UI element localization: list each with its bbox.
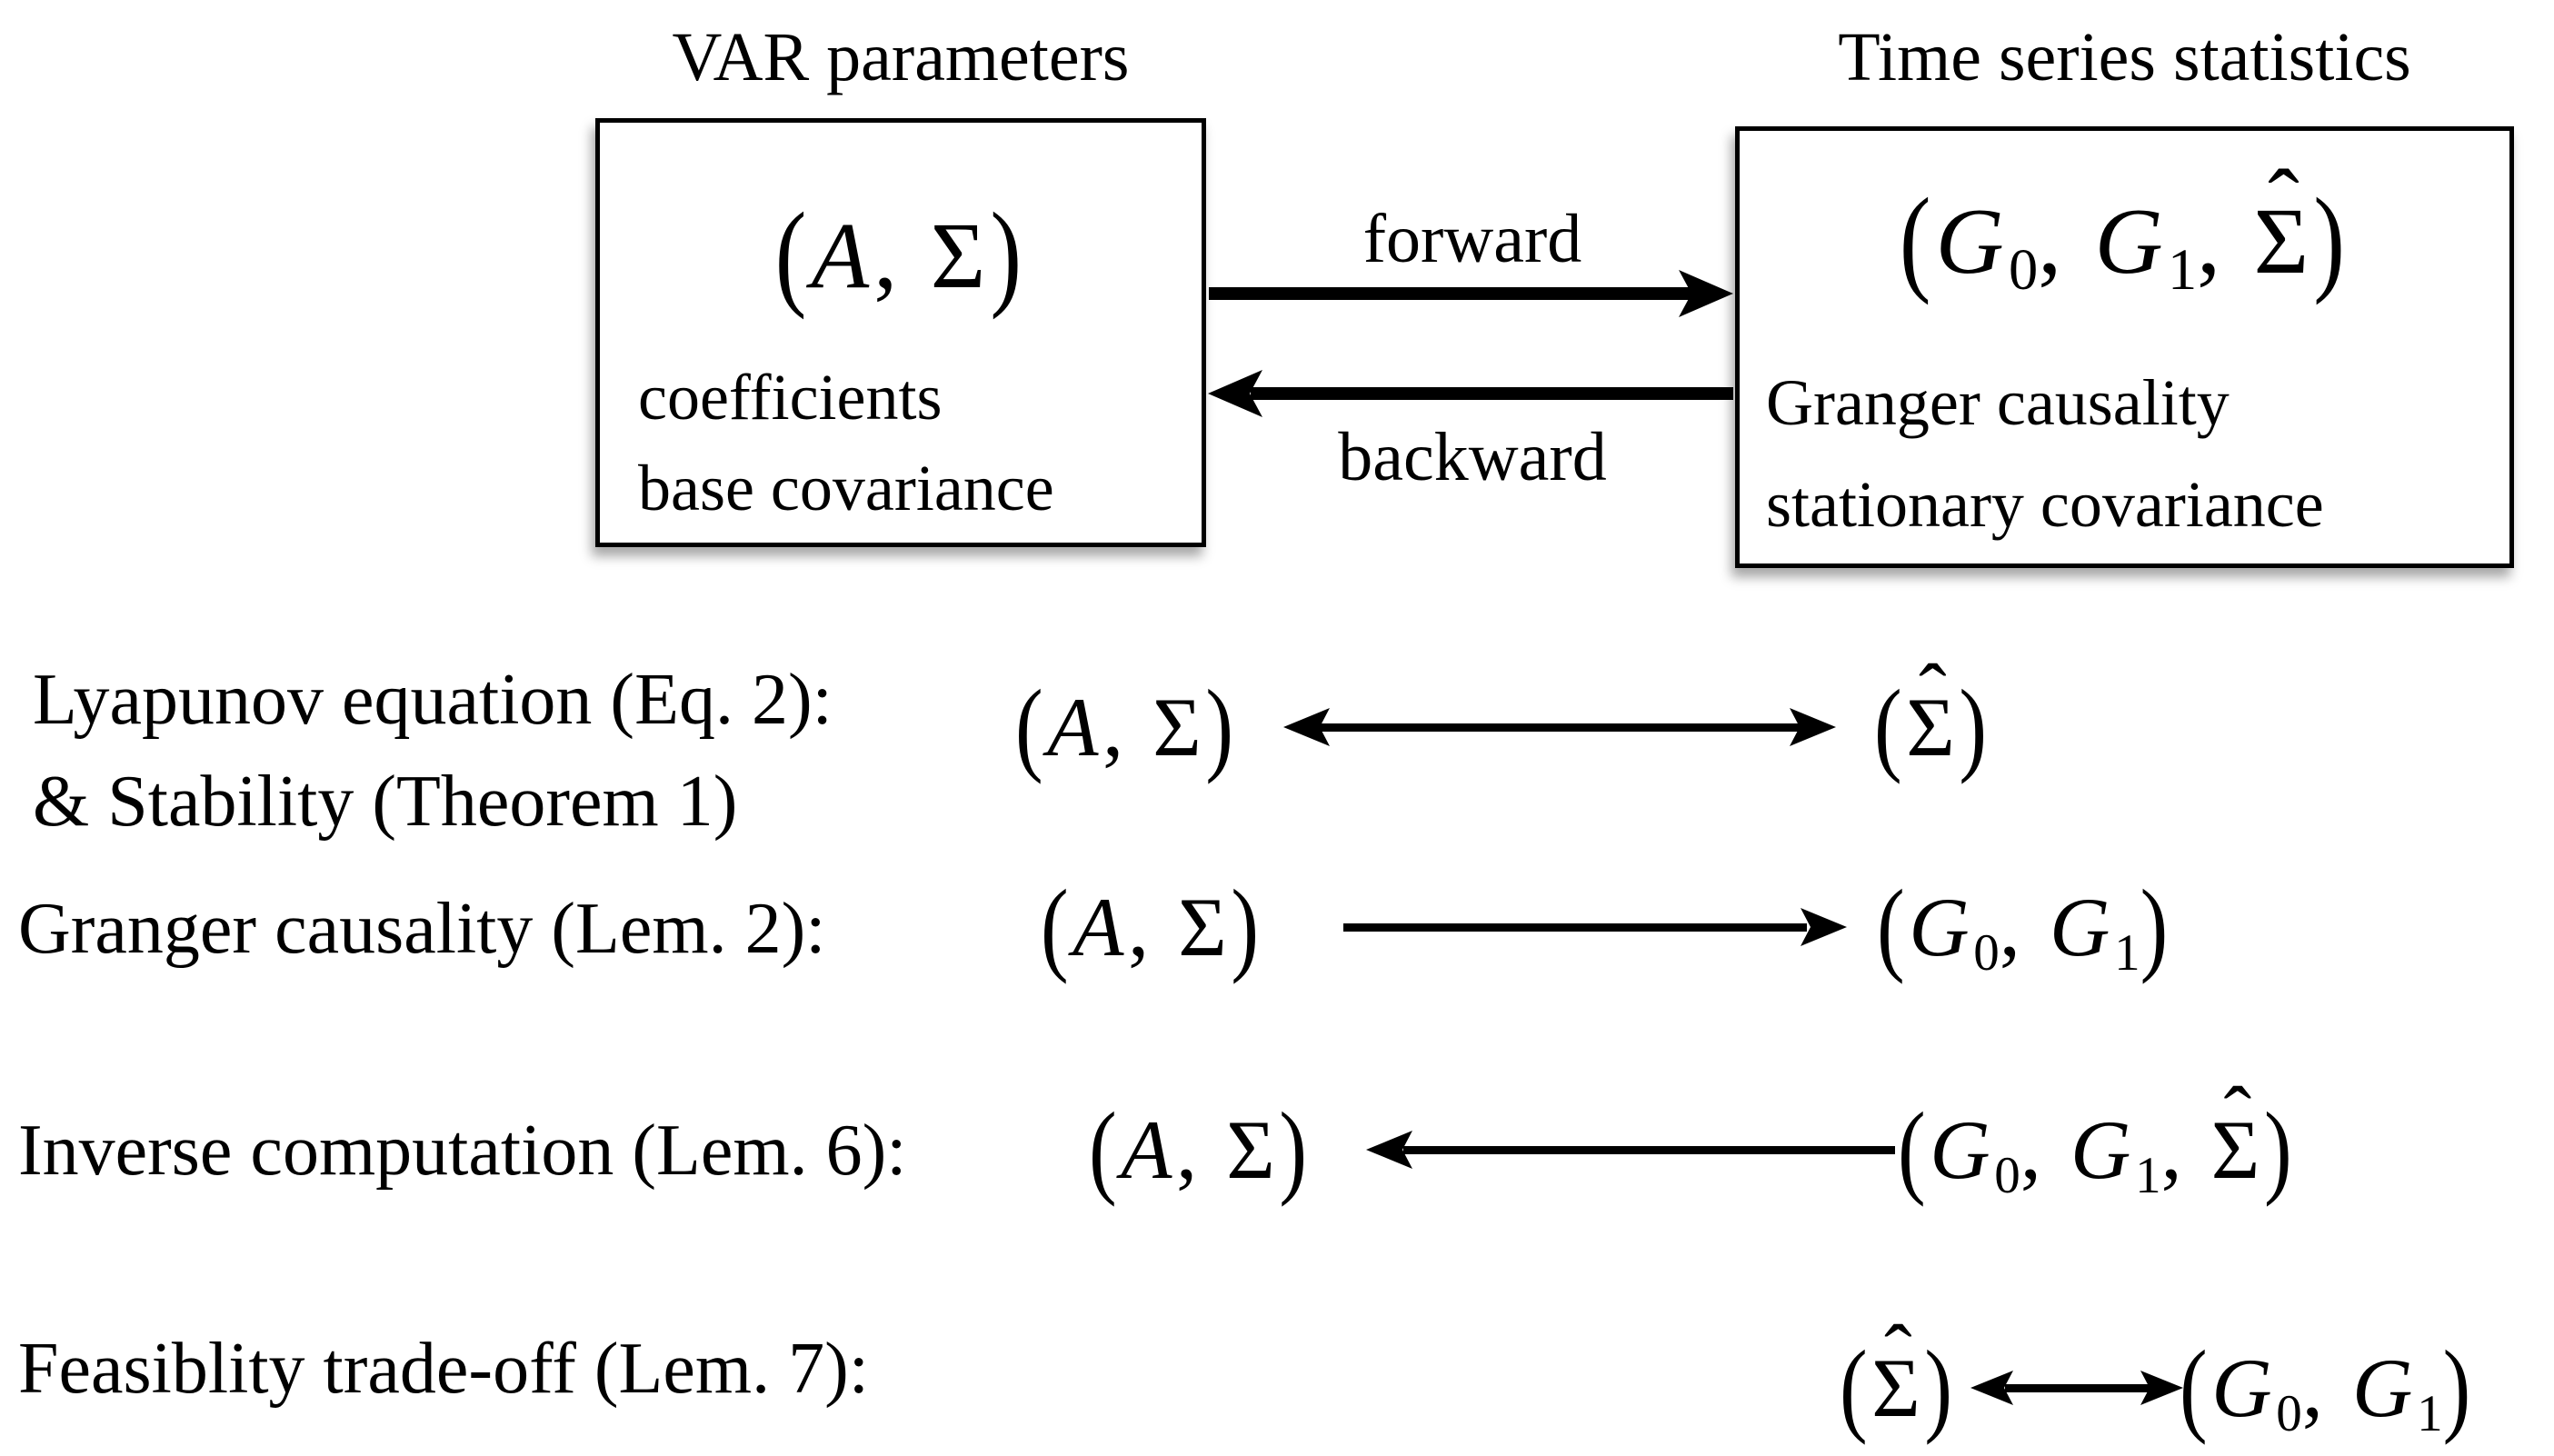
row1-formula-a-sigma: (A, Σ) bbox=[1015, 667, 1238, 785]
row-arrow-inverse-left bbox=[1366, 1131, 1895, 1169]
row-label-feasibility: Feasiblity trade-off (Lem. 7): bbox=[18, 1329, 870, 1409]
forward-arrow bbox=[1209, 270, 1733, 317]
var-parameters-box bbox=[595, 118, 1206, 547]
row-label-lyapunov-line2: & Stability (Theorem 1) bbox=[33, 762, 738, 842]
row2-formula-g0-g1: (G0, G1) bbox=[1877, 867, 2172, 985]
backward-label: backward bbox=[1338, 419, 1607, 495]
ts-desc-granger-causality: Granger causality bbox=[1766, 366, 2230, 439]
row-label-granger: Granger causality (Lem. 2): bbox=[18, 889, 826, 969]
row-arrow-lyapunov-bidirectional bbox=[1283, 708, 1836, 746]
time-series-box bbox=[1735, 126, 2514, 568]
forward-label: forward bbox=[1362, 201, 1582, 277]
backward-arrow bbox=[1208, 370, 1733, 417]
var-desc-base-covariance: base covariance bbox=[638, 452, 1054, 524]
ts-desc-stationary-covariance: stationary covariance bbox=[1766, 468, 2324, 541]
row-label-lyapunov-line1: Lyapunov equation (Eq. 2): bbox=[33, 660, 833, 740]
var-parameters-title: VAR parameters bbox=[672, 19, 1130, 95]
row-label-inverse: Inverse computation (Lem. 6): bbox=[18, 1111, 907, 1191]
row-arrow-granger-right bbox=[1343, 908, 1847, 946]
var-desc-coefficients: coefficients bbox=[638, 361, 943, 434]
row4-formula-g0-g1: (G0, G1) bbox=[2180, 1328, 2475, 1446]
time-series-title: Time series statistics bbox=[1838, 19, 2411, 95]
var-formula-a-sigma: (A, Σ) bbox=[774, 188, 1027, 321]
row2-formula-a-sigma: (A, Σ) bbox=[1041, 867, 1263, 985]
row-arrow-feasibility-bidirectional bbox=[1970, 1371, 2183, 1405]
row3-formula-a-sigma: (A, Σ) bbox=[1089, 1090, 1312, 1208]
